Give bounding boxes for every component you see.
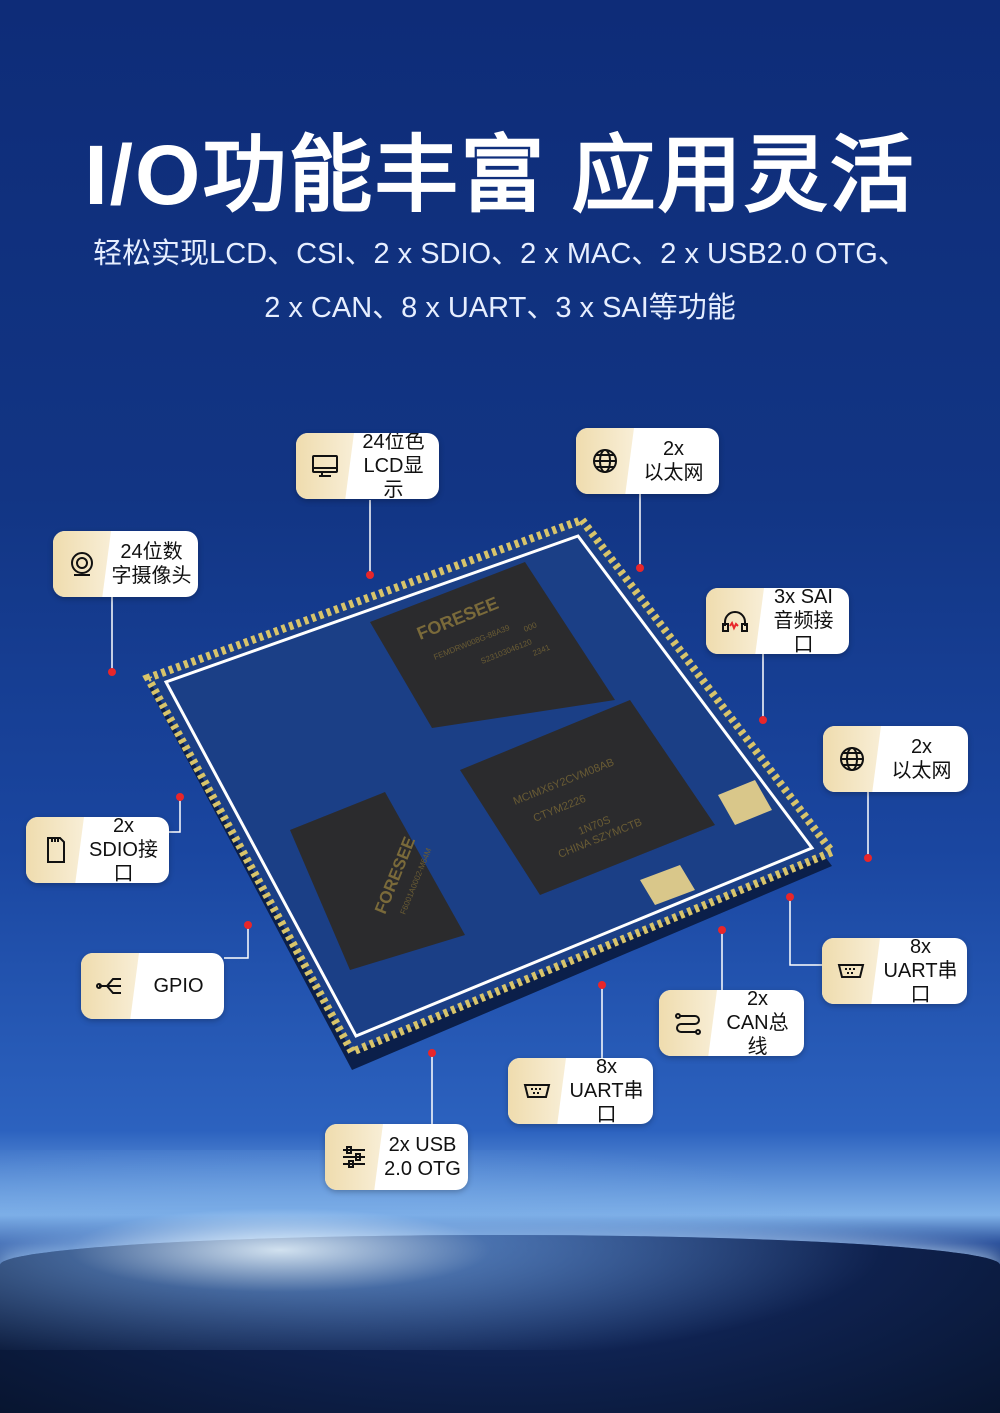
monitor-icon [296,433,354,499]
crystal-2 [640,865,695,905]
feature-label-line: UART串口 [569,1080,644,1124]
feature-label-line: 2x USB [388,1134,457,1156]
headphones-icon [706,588,764,654]
feature-label-line: 字摄像头 [111,565,192,587]
serial-port-icon [822,938,880,1004]
sd-card-icon [26,817,84,883]
feature-label-text: 24位数字摄像头 [111,540,198,588]
feature-label-line: 以太网 [891,760,952,782]
feature-label-line: GPIO [153,975,204,997]
connector-dots [108,564,872,1057]
gpio-icon [81,953,139,1019]
feature-label-line: 2x [662,438,685,460]
feature-label-text: GPIO [139,974,224,998]
serial-port-icon [508,1058,566,1124]
page-title: I/O功能丰富 应用灵活 [84,128,916,222]
feature-label-6: GPIO [81,953,224,1019]
chip-cpu [460,700,715,895]
can-bus-icon [659,990,717,1056]
subtitle-line-2: 2 x CAN、8 x UART、3 x SAI等功能 [264,292,736,324]
feature-label-line: 8x [909,938,932,958]
feature-label-2: 24位数字摄像头 [53,531,198,597]
feature-label-line: 2x [910,736,933,758]
feature-label-line: 8x [595,1058,618,1078]
sun-glow [0,1150,1000,1350]
feature-label-line: LCD显示 [363,455,424,499]
feature-label-line: 24位数 [120,541,183,563]
feature-label-line: 2x [746,990,769,1010]
crystal [718,780,772,825]
feature-label-line: 音频接口 [773,610,834,654]
feature-label-line: 3x SAI [774,588,833,608]
feature-label-line: 以太网 [643,462,704,484]
feature-label-line: 2x [112,817,135,837]
chip-ddr [290,792,465,970]
connector-lines [111,493,869,1124]
camera-icon [53,531,111,597]
feature-label-line: SDIO接口 [89,839,158,883]
chip-emmc [370,562,615,728]
subtitle-line-1: 轻松实现LCD、CSI、2 x SDIO、2 x MAC、2 x USB2.0 … [93,238,907,270]
feature-label-line: 2.0 OTG [384,1158,461,1180]
feature-label-line: UART串口 [883,960,958,1004]
feature-label-line: 24位色 [362,433,425,453]
usb-sliders-icon [325,1124,383,1190]
feature-label-line: CAN总线 [726,1012,789,1056]
globe-icon [823,726,881,792]
globe-icon [576,428,634,494]
